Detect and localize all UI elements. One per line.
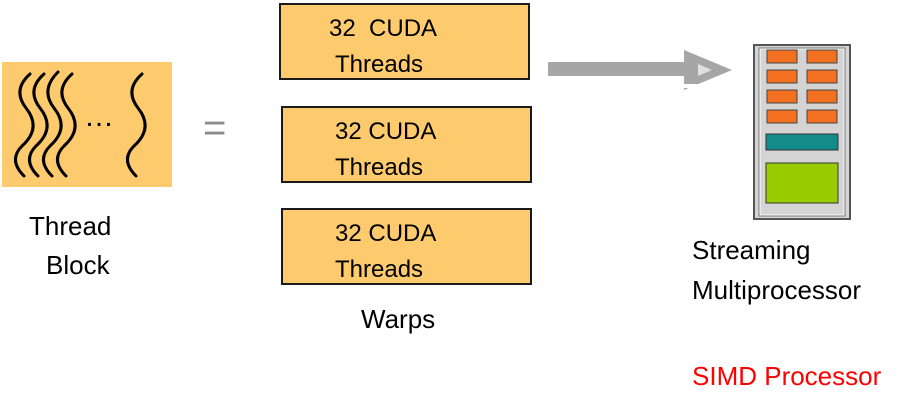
warps-caption: Warps <box>361 304 436 334</box>
simd-processor-label: SIMD Processor <box>692 361 882 391</box>
warp-box: 32 CUDA Threads <box>281 208 532 285</box>
thread-block-box: … <box>2 62 172 187</box>
warp-box: 32 CUDA Threads <box>279 3 530 80</box>
thread-ellipsis: … <box>84 100 114 133</box>
arrow-icon <box>548 50 732 90</box>
warp-line1: 32 CUDA <box>335 220 437 247</box>
sm-label-line1: Streaming <box>692 235 811 265</box>
equals-sign: = <box>203 106 227 150</box>
thread-block-label-line2: Block <box>46 250 110 280</box>
warp-line1: 32 CUDA <box>335 118 437 145</box>
sm-label-line2: Multiprocessor <box>692 275 862 305</box>
warp-line2: Threads <box>335 256 424 283</box>
sm-chip <box>753 44 851 220</box>
warp-box: 32 CUDA Threads <box>281 106 532 183</box>
thread-block-label-line1: Thread <box>29 211 112 241</box>
thread-squiggles-icon <box>14 70 147 178</box>
warp-line1: 32 CUDA <box>329 15 438 42</box>
warp-line2: Threads <box>335 154 424 181</box>
sm-chip-icon <box>758 47 846 217</box>
warp-line2: Threads <box>335 51 424 78</box>
